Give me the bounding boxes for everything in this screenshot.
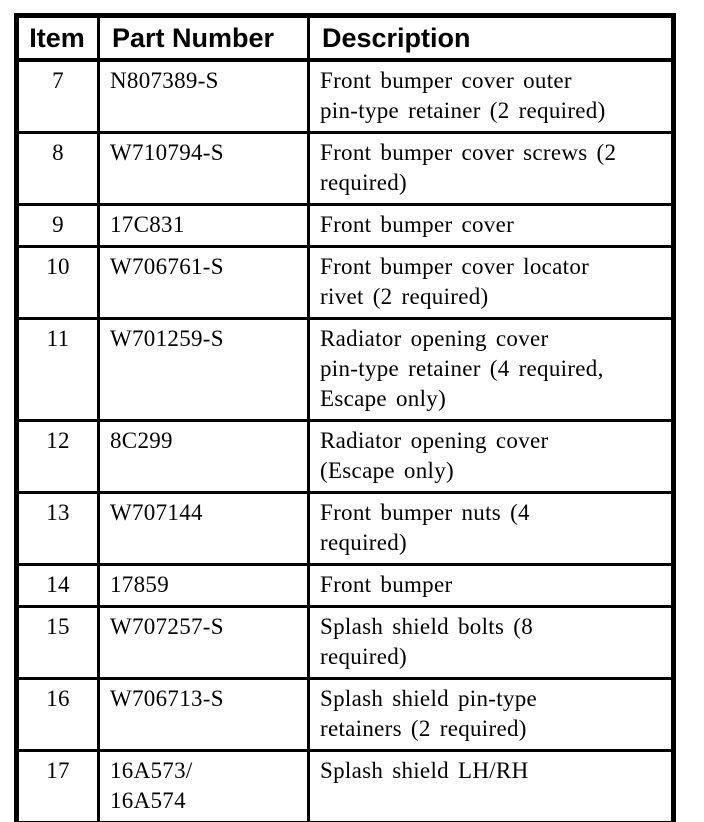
description-cell: Front bumper [307,563,675,608]
item-cell: 13 [15,491,100,566]
description-cell: Front bumper cover [307,203,675,248]
part-number-cell: W707144 [97,491,310,566]
item-cell: 17 [15,749,100,822]
header-item: Item [15,14,100,62]
description-cell: Front bumper cover locator rivet (2 requ… [307,245,675,320]
item-cell: 14 [15,563,100,608]
table-row: 14 17859 Front bumper [15,563,675,608]
description-cell: Splash shield LH/RH [307,749,675,822]
table-row: 12 8C299 Radiator opening cover (Escape … [15,419,675,494]
table-row: 8 W710794-S Front bumper cover screws (2… [15,131,675,206]
table-row: 13 W707144 Front bumper nuts (4 required… [15,491,675,566]
description-cell: Front bumper cover outer pin-type retain… [307,58,675,134]
header-part-number: Part Number [97,14,310,62]
item-cell: 15 [15,605,100,680]
description-cell: Front bumper nuts (4 required) [307,491,675,566]
part-number-cell: 17C831 [97,203,310,248]
item-cell: 7 [15,58,100,134]
parts-table: Item Part Number Description 7 N807389-S… [14,13,676,822]
part-number-cell: W710794-S [97,131,310,206]
table-row: 7 N807389-S Front bumper cover outer pin… [15,58,675,134]
part-number-cell: 8C299 [97,419,310,494]
table-row: 10 W706761-S Front bumper cover locator … [15,245,675,320]
table-row: 11 W701259-S Radiator opening cover pin-… [15,317,675,422]
part-number-cell: 16A573/ 16A574 [97,749,310,822]
item-cell: 12 [15,419,100,494]
part-number-cell: N807389-S [97,58,310,134]
item-cell: 9 [15,203,100,248]
table-row: 9 17C831 Front bumper cover [15,203,675,248]
part-number-cell: W706761-S [97,245,310,320]
header-description: Description [307,14,675,62]
part-number-cell: 17859 [97,563,310,608]
description-cell: Radiator opening cover pin-type retainer… [307,317,675,422]
item-cell: 16 [15,677,100,752]
table-row: 15 W707257-S Splash shield bolts (8 requ… [15,605,675,680]
table-row: 16 W706713-S Splash shield pin-type reta… [15,677,675,752]
part-number-cell: W707257-S [97,605,310,680]
part-number-cell: W706713-S [97,677,310,752]
table-row: 17 16A573/ 16A574 Splash shield LH/RH [15,749,675,822]
description-cell: Splash shield pin-type retainers (2 requ… [307,677,675,752]
item-cell: 11 [15,317,100,422]
description-cell: Splash shield bolts (8 required) [307,605,675,680]
table-header-row: Item Part Number Description [15,14,675,62]
part-number-cell: W701259-S [97,317,310,422]
item-cell: 8 [15,131,100,206]
item-cell: 10 [15,245,100,320]
description-cell: Front bumper cover screws (2 required) [307,131,675,206]
description-cell: Radiator opening cover (Escape only) [307,419,675,494]
